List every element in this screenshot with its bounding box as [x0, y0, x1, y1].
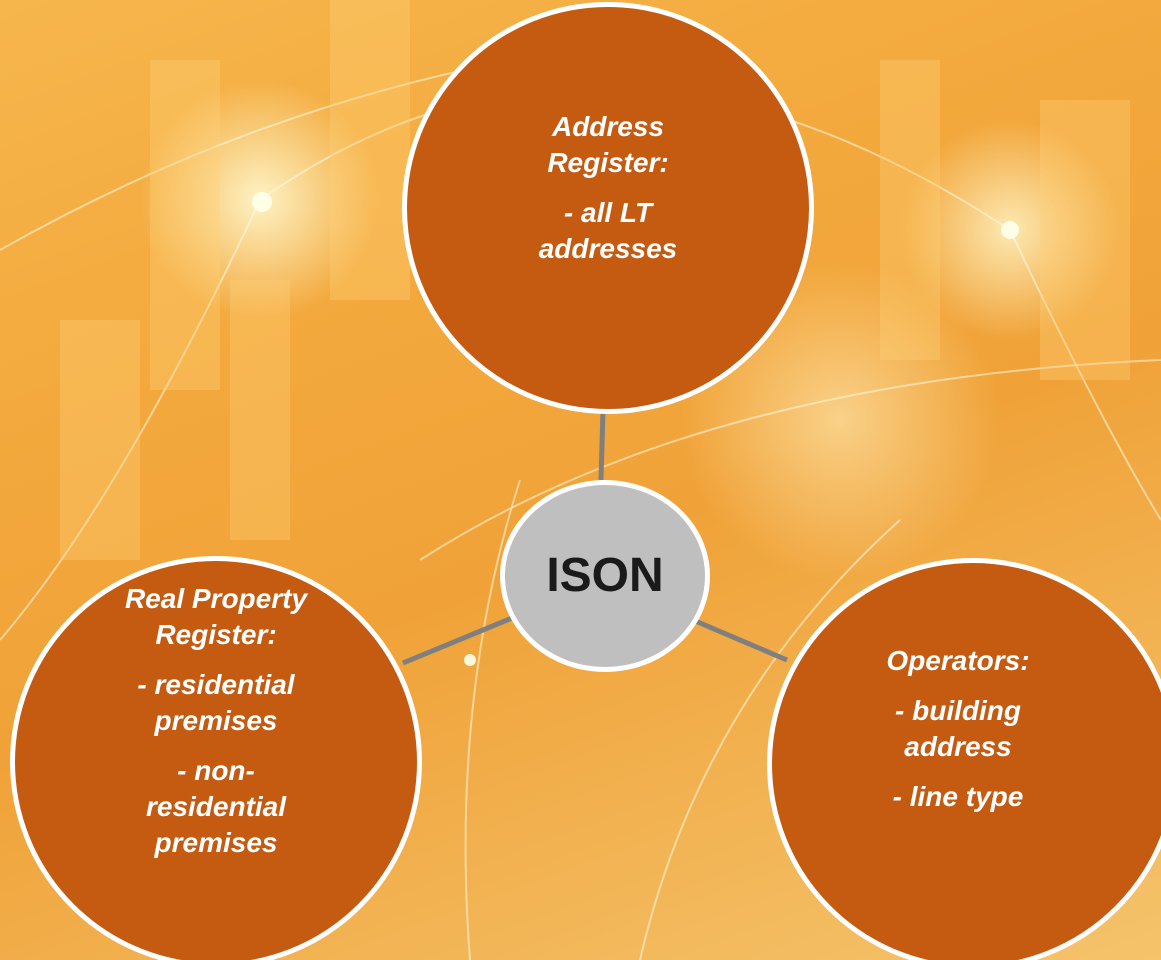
connector-hub-to-address: [598, 409, 606, 481]
address-register-node: Address Register: - all LT addresses: [402, 2, 814, 414]
address-register-title-line1: Address: [551, 111, 665, 142]
real-property-item1-line2: premises: [154, 705, 278, 736]
operators-node: Operators: - building address - line typ…: [767, 558, 1161, 960]
real-property-item2-line2: residential: [145, 791, 287, 822]
address-register-title-line2: Register:: [547, 147, 669, 178]
real-property-item1-line1: - residential: [137, 669, 295, 700]
connector-hub-to-operators: [692, 617, 788, 663]
ison-hub-node: ISON: [500, 480, 710, 672]
real-property-register-node: Real Property Register: - residential pr…: [10, 556, 422, 960]
real-property-title-line2: Register:: [155, 619, 277, 650]
address-register-item1-line2: addresses: [538, 233, 678, 264]
operators-item1-line1: - building: [895, 695, 1021, 726]
address-register-item1-line1: - all LT: [563, 197, 653, 228]
connector-hub-to-real-property: [402, 615, 513, 666]
operators-item1-line2: address: [904, 731, 1012, 762]
real-property-item2-line1: - non-: [177, 755, 255, 786]
operators-title: Operators:: [886, 645, 1030, 676]
ison-hub-label: ISON: [546, 549, 664, 602]
real-property-item2-line3: premises: [154, 827, 278, 858]
operators-item2: - line type: [892, 781, 1024, 812]
real-property-title-line1: Real Property: [124, 583, 308, 614]
